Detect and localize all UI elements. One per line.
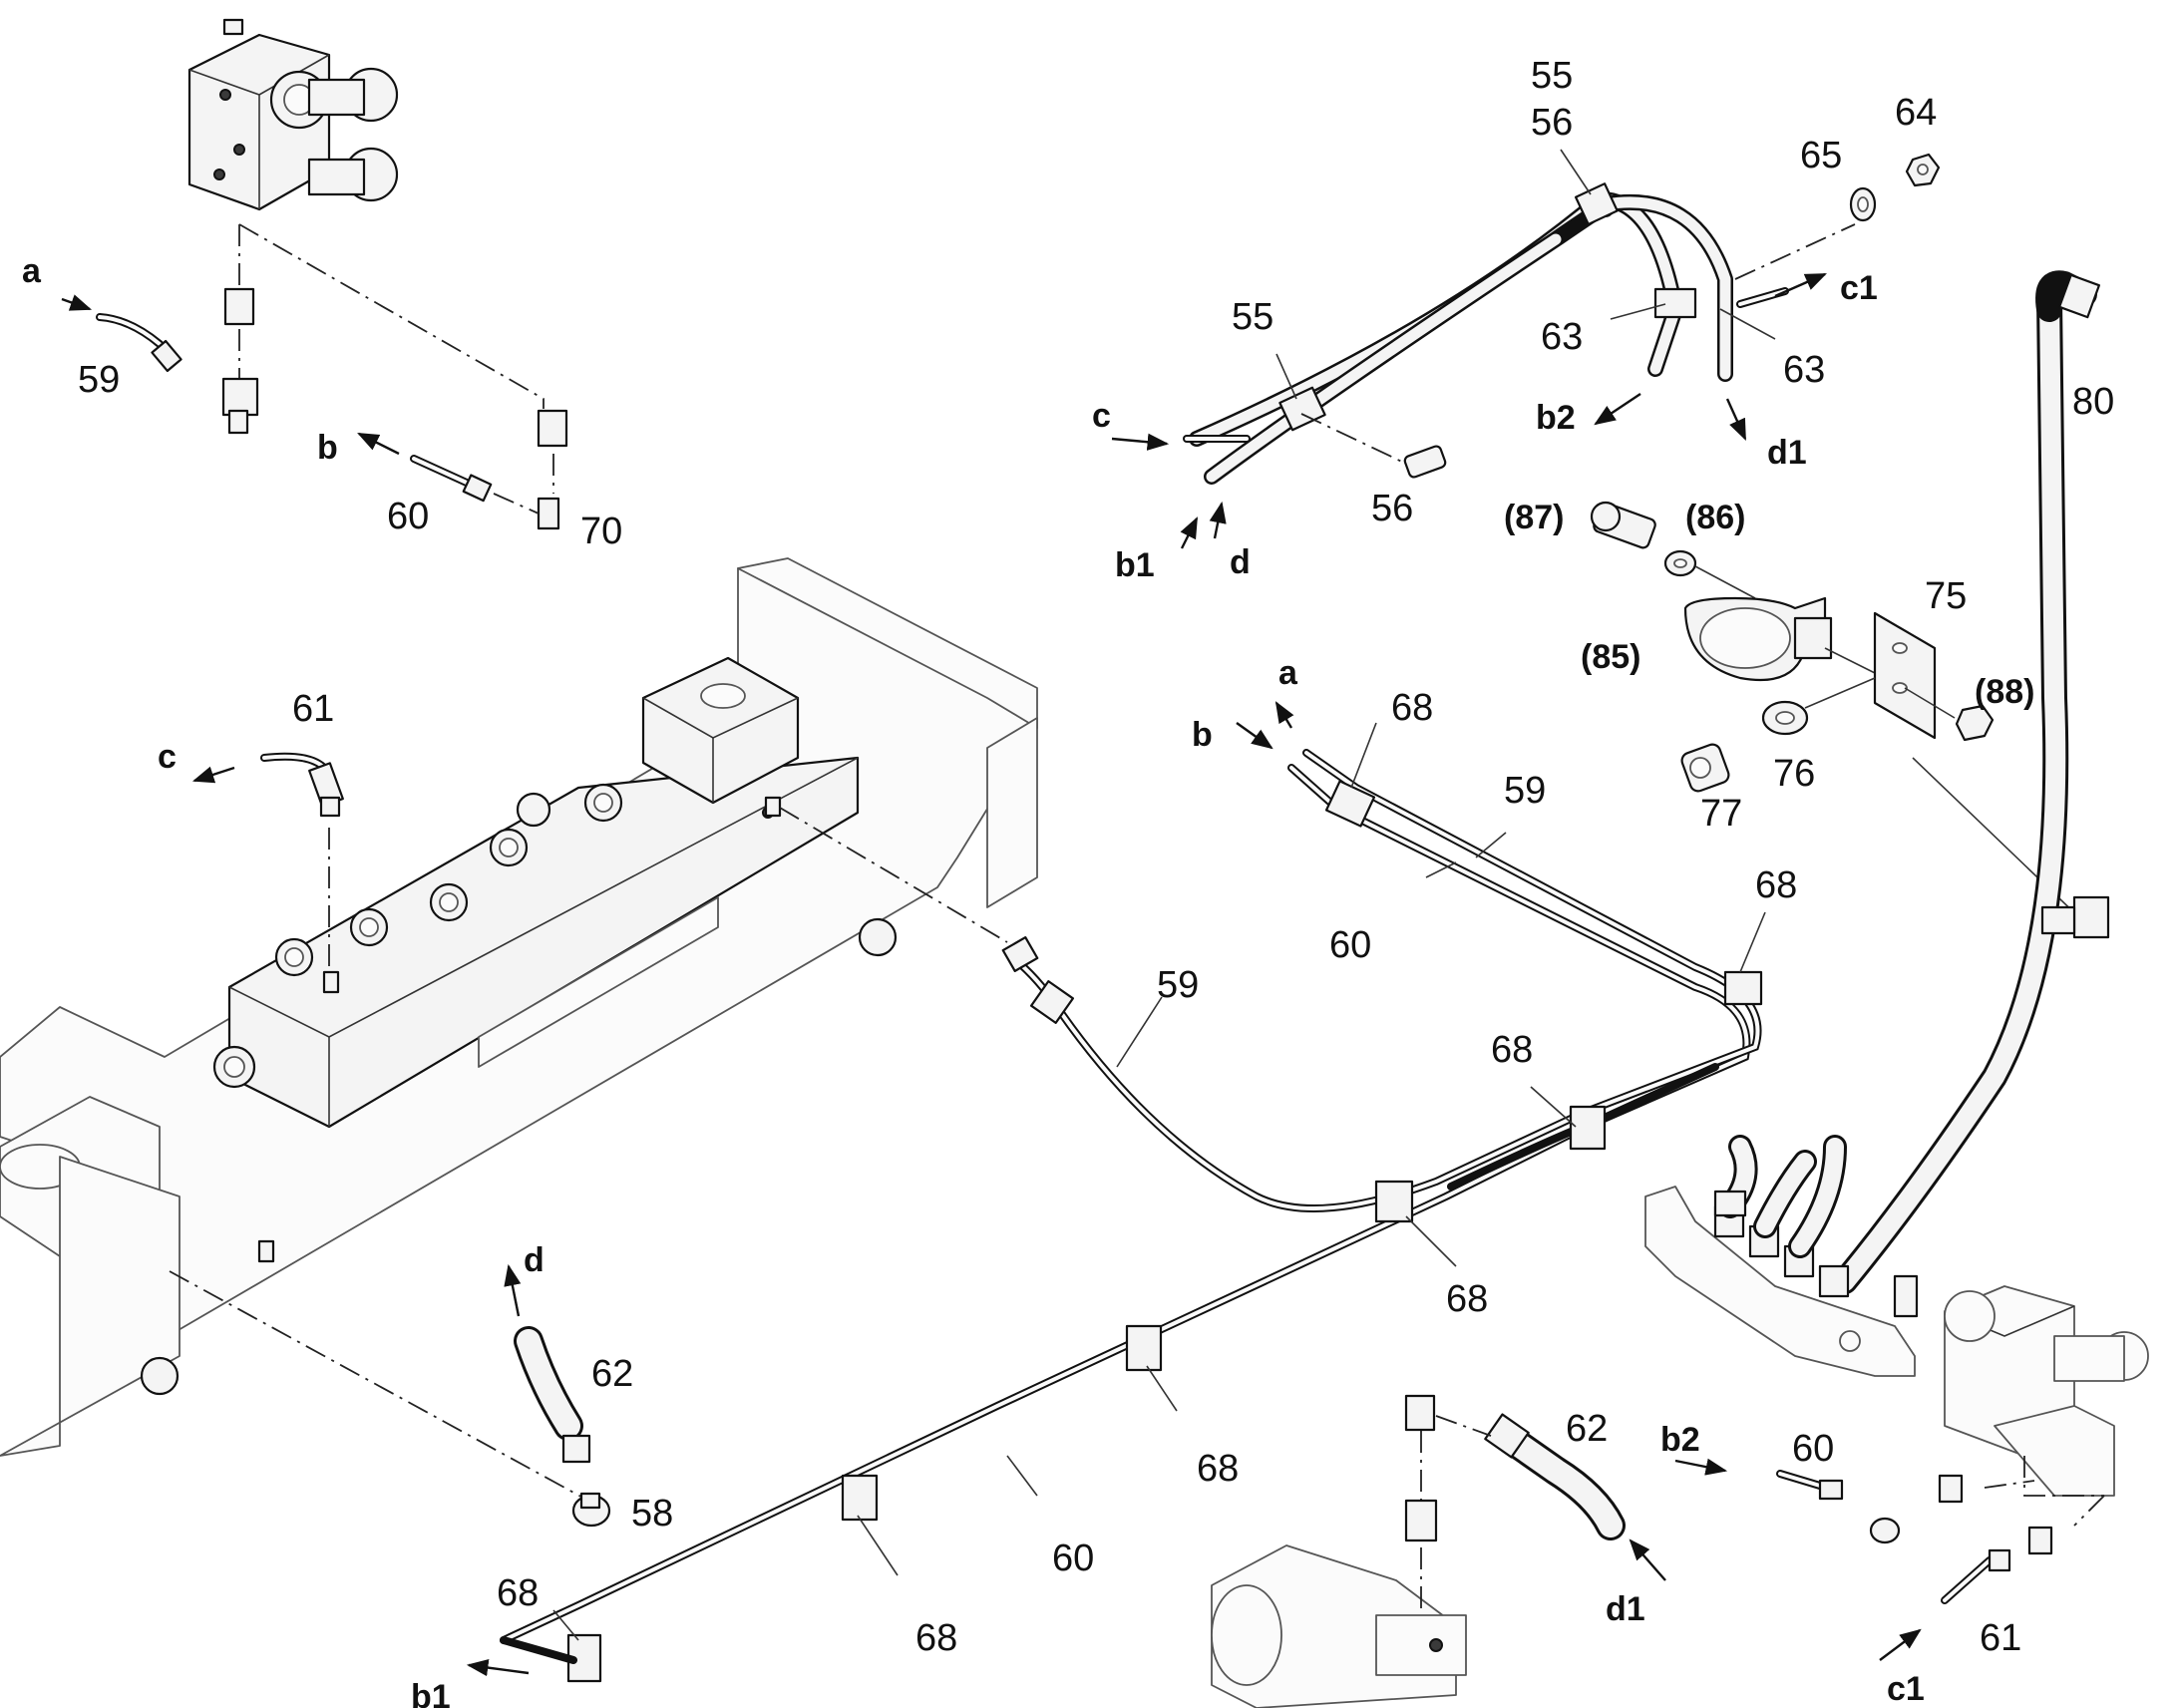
- callout-64: 64: [1895, 92, 1937, 134]
- connection-b2: b2: [1660, 1421, 1700, 1459]
- elbow-fitting-61: [260, 752, 344, 818]
- connection-b1: b1: [411, 1678, 451, 1708]
- manifold-bracket: [1644, 1135, 1919, 1377]
- callout-68: 68: [1491, 1029, 1533, 1071]
- callout-59: 59: [1504, 770, 1546, 812]
- washer-86: [1663, 549, 1697, 577]
- hose-80: [1832, 270, 2110, 1294]
- connection-d1: d1: [1606, 1590, 1645, 1628]
- connection-a: a: [22, 252, 42, 290]
- connection-b: b: [317, 429, 338, 467]
- callout-58: 58: [631, 1493, 673, 1535]
- callout-60: 60: [387, 496, 429, 537]
- callout-numbers: 59 60 70 55 56 55 56 65 64 63 63 80 (87)…: [78, 55, 2114, 1659]
- cap-screw-87: [1590, 501, 1656, 549]
- flow-arrows: [61, 272, 1922, 1677]
- adapter-fitting-top: [221, 287, 568, 530]
- washer-65: [1849, 186, 1877, 222]
- connection-b1: b1: [1115, 546, 1155, 584]
- hose-bundle-top: [1183, 182, 1789, 485]
- washer-76: [1761, 700, 1809, 736]
- connection-c: c: [158, 738, 177, 776]
- connection-d1: d1: [1767, 434, 1807, 472]
- callout-85: (85): [1581, 638, 1640, 676]
- connection-a: a: [1278, 654, 1298, 692]
- callout-59: 59: [1157, 964, 1199, 1006]
- hose-60-top: [410, 455, 493, 503]
- callout-68: 68: [1197, 1448, 1239, 1490]
- callout-62: 62: [1566, 1408, 1608, 1450]
- callout-56: 56: [1371, 488, 1413, 529]
- chassis-frame: [0, 557, 1038, 1457]
- connection-c: c: [1092, 397, 1111, 435]
- callout-75: 75: [1925, 575, 1967, 617]
- hose-62-bottom: [1404, 1394, 1626, 1542]
- hose-62-left: [514, 1326, 611, 1528]
- connection-d: d: [524, 1241, 545, 1279]
- callout-70: 70: [580, 511, 622, 552]
- callout-65: 65: [1800, 135, 1842, 176]
- callout-63: 63: [1541, 316, 1583, 358]
- callout-60: 60: [1052, 1537, 1094, 1579]
- valve-block-bottom: [1944, 1285, 2149, 1497]
- connection-b: b: [1192, 716, 1213, 754]
- connection-c1: c1: [1887, 1670, 1925, 1708]
- callout-59: 59: [78, 359, 120, 401]
- callout-68: 68: [915, 1617, 957, 1659]
- callout-68: 68: [497, 1572, 539, 1614]
- callout-61: 61: [1980, 1617, 2021, 1659]
- cap-screw-56: [1403, 445, 1447, 479]
- callout-76: 76: [1773, 753, 1815, 795]
- callout-80: 80: [2072, 381, 2114, 423]
- callout-62: 62: [591, 1353, 633, 1395]
- pump-housing: [1211, 1544, 1467, 1708]
- fittings-bottom-right: [1776, 1470, 2053, 1604]
- connection-letters: a b c c1 b2 d1 b1 d a b c d b2 d1 b1 c1: [22, 252, 1925, 1708]
- hose-run-59-60: [500, 749, 1762, 1644]
- callout-86: (86): [1685, 499, 1745, 536]
- callout-55: 55: [1531, 55, 1573, 97]
- callout-77: 77: [1700, 793, 1742, 835]
- connection-b2: b2: [1536, 399, 1576, 437]
- callout-68: 68: [1391, 687, 1433, 729]
- callout-60: 60: [1329, 924, 1371, 966]
- callout-55: 55: [1232, 296, 1273, 338]
- nut-88: [1955, 704, 1995, 742]
- connection-c1: c1: [1840, 269, 1878, 307]
- p-clamp-85: [1683, 596, 1833, 682]
- callout-61: 61: [292, 688, 334, 730]
- callout-68: 68: [1446, 1278, 1488, 1320]
- callout-68: 68: [1755, 864, 1797, 906]
- hose-59-top: [96, 313, 182, 373]
- nut-64: [1905, 153, 1941, 187]
- valve-block-top: [187, 18, 399, 211]
- callout-88: (88): [1975, 673, 2034, 711]
- leader-lines: [552, 149, 1776, 1641]
- callout-56: 56: [1531, 102, 1573, 144]
- connection-d: d: [1230, 543, 1251, 581]
- cap-screw-77: [1680, 743, 1730, 793]
- callout-63: 63: [1783, 349, 1825, 391]
- callout-60: 60: [1792, 1428, 1834, 1470]
- callout-87: (87): [1504, 499, 1564, 536]
- bracket-75: [1873, 611, 1937, 740]
